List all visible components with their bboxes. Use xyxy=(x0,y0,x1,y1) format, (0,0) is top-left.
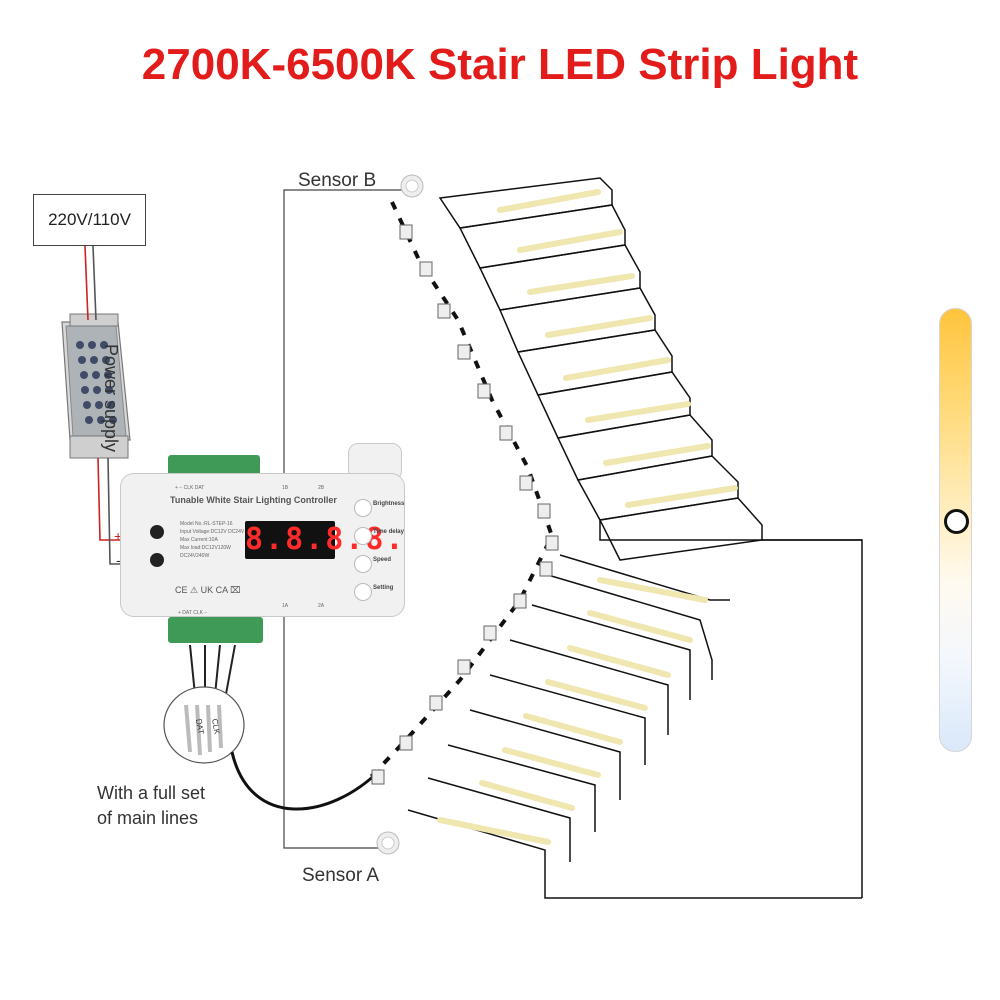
staircase xyxy=(407,177,863,899)
spec-line-4: Max load:DC12V120W xyxy=(180,545,231,551)
bottom-terminal-labels: + DAT CLK − xyxy=(178,610,208,616)
port-1a-label: 1A xyxy=(282,603,289,609)
color-temperature-knob[interactable] xyxy=(944,509,969,535)
minus-terminal-label: - xyxy=(116,552,121,568)
main-lines-label-2: of main lines xyxy=(97,808,199,828)
spec-line-1: Model No.:RL-STEP-16 xyxy=(180,521,233,527)
power-supply-label: Power supply xyxy=(101,344,121,453)
led-strips-upper xyxy=(497,189,738,508)
brightness-button[interactable] xyxy=(354,499,372,517)
power-supply xyxy=(61,313,131,459)
spec-line-2: Input Voltage:DC12V DC24V xyxy=(180,529,245,535)
power-input-plus xyxy=(150,525,164,539)
led-digit-display: 8.8.8.8. xyxy=(245,521,406,559)
time-delay-button-label: Time delay xyxy=(373,529,404,535)
top-terminal-labels: + − CLK DAT xyxy=(175,485,205,491)
cable-zoom-circle xyxy=(163,686,245,764)
strip-connectors xyxy=(371,224,559,785)
stair-lighting-controller: + − CLK DAT 1B 2B Tunable White Stair Li… xyxy=(120,443,406,643)
brightness-button-label: Brightness xyxy=(373,501,405,507)
certification-marks: CE ⚠ UK CA ⌧ xyxy=(175,585,241,595)
voltage-input-box: 220V/110V xyxy=(33,194,146,246)
port-2a-label: 2A xyxy=(318,603,325,609)
speed-button-label: Speed xyxy=(373,557,392,563)
setting-button-label: Setting xyxy=(373,585,394,591)
bottom-terminal-block xyxy=(168,617,263,643)
main-lines-label-1: With a full set xyxy=(97,783,206,803)
page-title: 2700K-6500K Stair LED Strip Light xyxy=(141,40,859,89)
led-strips-lower xyxy=(437,577,708,845)
voltage-label: 220V/110V xyxy=(48,210,131,229)
sensor-b-label: Sensor B xyxy=(298,170,377,191)
plus-terminal-label: + xyxy=(114,528,123,544)
setting-button[interactable] xyxy=(354,583,372,601)
port-1b-label: 1B xyxy=(282,485,289,491)
speed-button[interactable] xyxy=(354,555,372,573)
sensor-a-label: Sensor A xyxy=(302,865,380,886)
spec-line-3: Max Current:10A xyxy=(180,537,218,543)
time-delay-button[interactable] xyxy=(354,527,372,545)
controller-title: Tunable White Stair Lighting Controller xyxy=(170,495,337,505)
spec-line-5: DC24V240W xyxy=(180,553,210,559)
port-2b-label: 2B xyxy=(318,485,325,491)
power-input-minus xyxy=(150,553,164,567)
